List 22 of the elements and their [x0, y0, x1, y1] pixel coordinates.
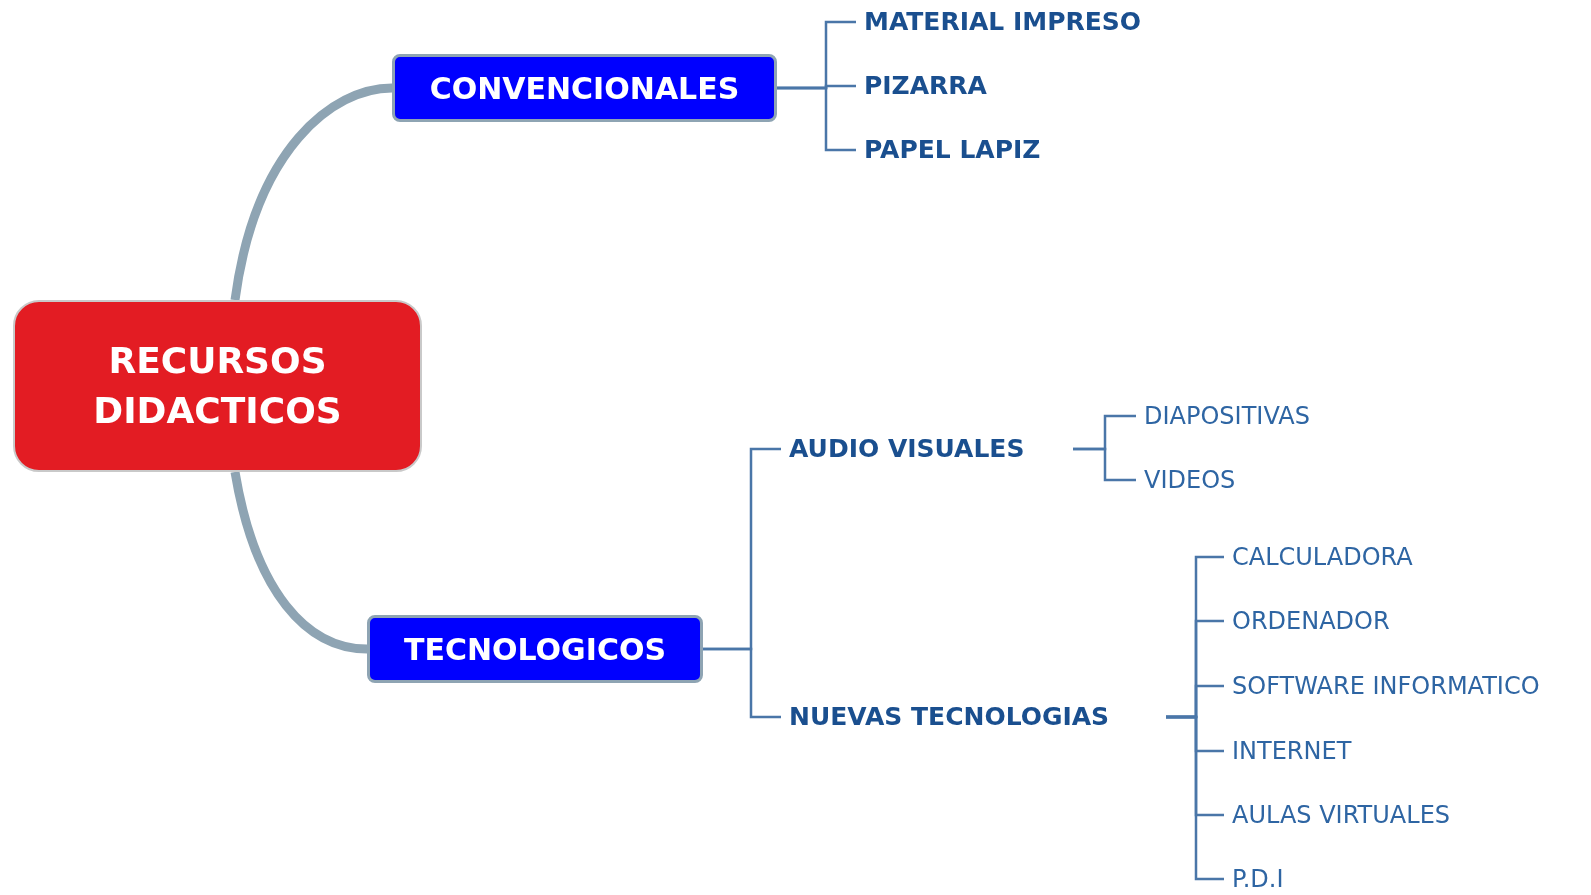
root-topic-box: RECURSOS DIDACTICOS	[13, 300, 422, 472]
leaf-label: SOFTWARE INFORMATICO	[1232, 671, 1540, 701]
branch-connector	[230, 83, 393, 301]
leaf-label: P.D.I	[1232, 864, 1284, 894]
leaf-label: AULAS VIRTUALES	[1232, 800, 1451, 830]
subtopic-label: PAPEL LAPIZ	[864, 135, 1041, 165]
subtopic-label: NUEVAS TECNOLOGIAS	[789, 702, 1110, 732]
bracket-connector	[777, 86, 856, 152]
bracket-connector	[703, 647, 781, 719]
leaf-label: INTERNET	[1232, 736, 1352, 766]
branch-topic-box: CONVENCIONALES	[392, 54, 777, 122]
subtopic-label: PIZARRA	[864, 71, 987, 101]
branch-topic-box: TECNOLOGICOS	[367, 615, 703, 683]
subtopic-label: AUDIO VISUALES	[789, 434, 1025, 464]
bracket-connector	[1073, 447, 1136, 482]
branch-connector	[230, 471, 368, 654]
leaf-label: ORDENADOR	[1232, 606, 1390, 636]
bracket-connector	[1166, 715, 1224, 881]
leaf-label: VIDEOS	[1144, 465, 1236, 495]
leaf-label: DIAPOSITIVAS	[1144, 401, 1310, 431]
leaf-label: CALCULADORA	[1232, 542, 1413, 572]
subtopic-label: MATERIAL IMPRESO	[864, 7, 1142, 37]
